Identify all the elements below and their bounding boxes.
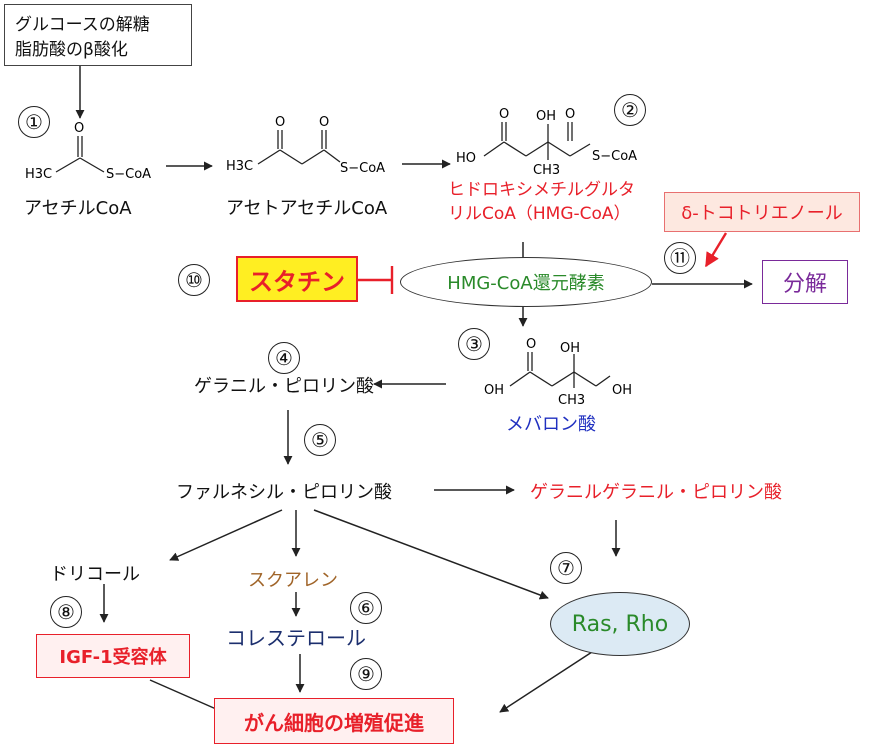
acetoacetylcoa-structure (257, 130, 341, 165)
step-5: ⑤ (304, 424, 336, 456)
step-9: ⑨ (350, 658, 382, 690)
s4-oh-right: OH (612, 383, 632, 398)
hmg-coa-line-2: リルCoA（HMG-CoA） (448, 204, 631, 224)
step-6: ⑥ (350, 592, 382, 624)
s1-scoa: S−CoA (106, 167, 151, 182)
s2-h3c: H3C (226, 159, 253, 174)
step-4: ④ (268, 342, 300, 374)
source-line-2: 脂肪酸のβ酸化 (15, 40, 128, 60)
s3-oh: OH (536, 109, 556, 124)
step-3: ③ (458, 328, 490, 360)
s2-o1: O (275, 115, 285, 130)
step-8: ⑧ (50, 596, 82, 628)
degradation-box: 分解 (762, 260, 848, 304)
acetylcoa-structure (55, 136, 105, 173)
acetoacetyl-coa-label: アセトアセチルCoA (226, 198, 388, 219)
s4-o: O (526, 337, 536, 352)
s1-o: O (74, 121, 84, 136)
s1-h3c: H3C (25, 167, 52, 182)
hmg-coa-line-1: ヒドロキシメチルグルタ (448, 180, 635, 200)
s4-oh-top: OH (560, 341, 580, 356)
hmg-coa-label: ヒドロキシメチルグルタ リルCoA（HMG-CoA） (448, 178, 635, 226)
s2-o2: O (319, 115, 329, 130)
s3-o2: O (565, 107, 575, 122)
squalene-label: スクアレン (248, 570, 338, 591)
farnesyl-pp-label: ファルネシル・ピロリン酸 (176, 482, 392, 503)
source-line-1: グルコースの解糖 (15, 15, 150, 35)
s3-ho: HO (456, 151, 476, 166)
s4-ch3: CH3 (558, 393, 585, 408)
hmg-coa-reductase: HMG-CoA還元酵素 (400, 257, 652, 307)
statin-label: スタチン (249, 267, 345, 296)
igf1-receptor-box: IGF-1受容体 (36, 634, 190, 678)
s3-o1: O (499, 107, 509, 122)
ras-rho-ellipse: Ras, Rho (550, 592, 690, 656)
step-11: ⑪ (664, 242, 696, 274)
dolichol-label: ドリコール (50, 564, 140, 585)
step-1: ① (18, 106, 50, 138)
igf1-label: IGF-1受容体 (59, 647, 167, 668)
outcome-box: がん細胞の増殖促進 (214, 698, 454, 744)
step-7: ⑦ (550, 552, 582, 584)
s3-ch3: CH3 (533, 163, 560, 178)
arrow-fpp-to-dolichol (169, 509, 283, 561)
s2-scoa: S−CoA (340, 161, 385, 176)
mevalonate-label: メバロン酸 (506, 414, 596, 435)
acetyl-coa-label: アセチルCoA (24, 198, 132, 219)
ras-rho-label: Ras, Rho (571, 611, 669, 637)
arrow-rasrho-to-outcome (499, 651, 593, 713)
arrow-fpp-to-rasrho (313, 509, 549, 600)
step-2: ② (614, 94, 646, 126)
tocotrienol-label: δ-トコトリエノール (681, 203, 843, 224)
s3-scoa: S−CoA (592, 149, 637, 164)
mevalonate-structure (509, 352, 611, 388)
geranyl-pp-label: ゲラニル・ピロリン酸 (194, 376, 374, 397)
enzyme-label: HMG-CoA還元酵素 (447, 273, 605, 294)
ggpp-label: ゲラニルゲラニル・ピロリン酸 (530, 482, 782, 503)
tocotrienol-arrow (704, 232, 728, 268)
s4-oh-left: OH (484, 383, 504, 398)
cholesterol-label: コレステロール (226, 626, 366, 650)
step-10: ⑩ (178, 264, 210, 296)
degradation-label: 分解 (782, 272, 827, 297)
hmgcoa-structure (483, 122, 591, 160)
tocotrienol-box: δ-トコトリエノール (664, 192, 860, 232)
source-box: グルコースの解糖 脂肪酸のβ酸化 (4, 4, 192, 66)
outcome-label: がん細胞の増殖促進 (244, 710, 424, 735)
statin-box: スタチン (236, 256, 358, 302)
